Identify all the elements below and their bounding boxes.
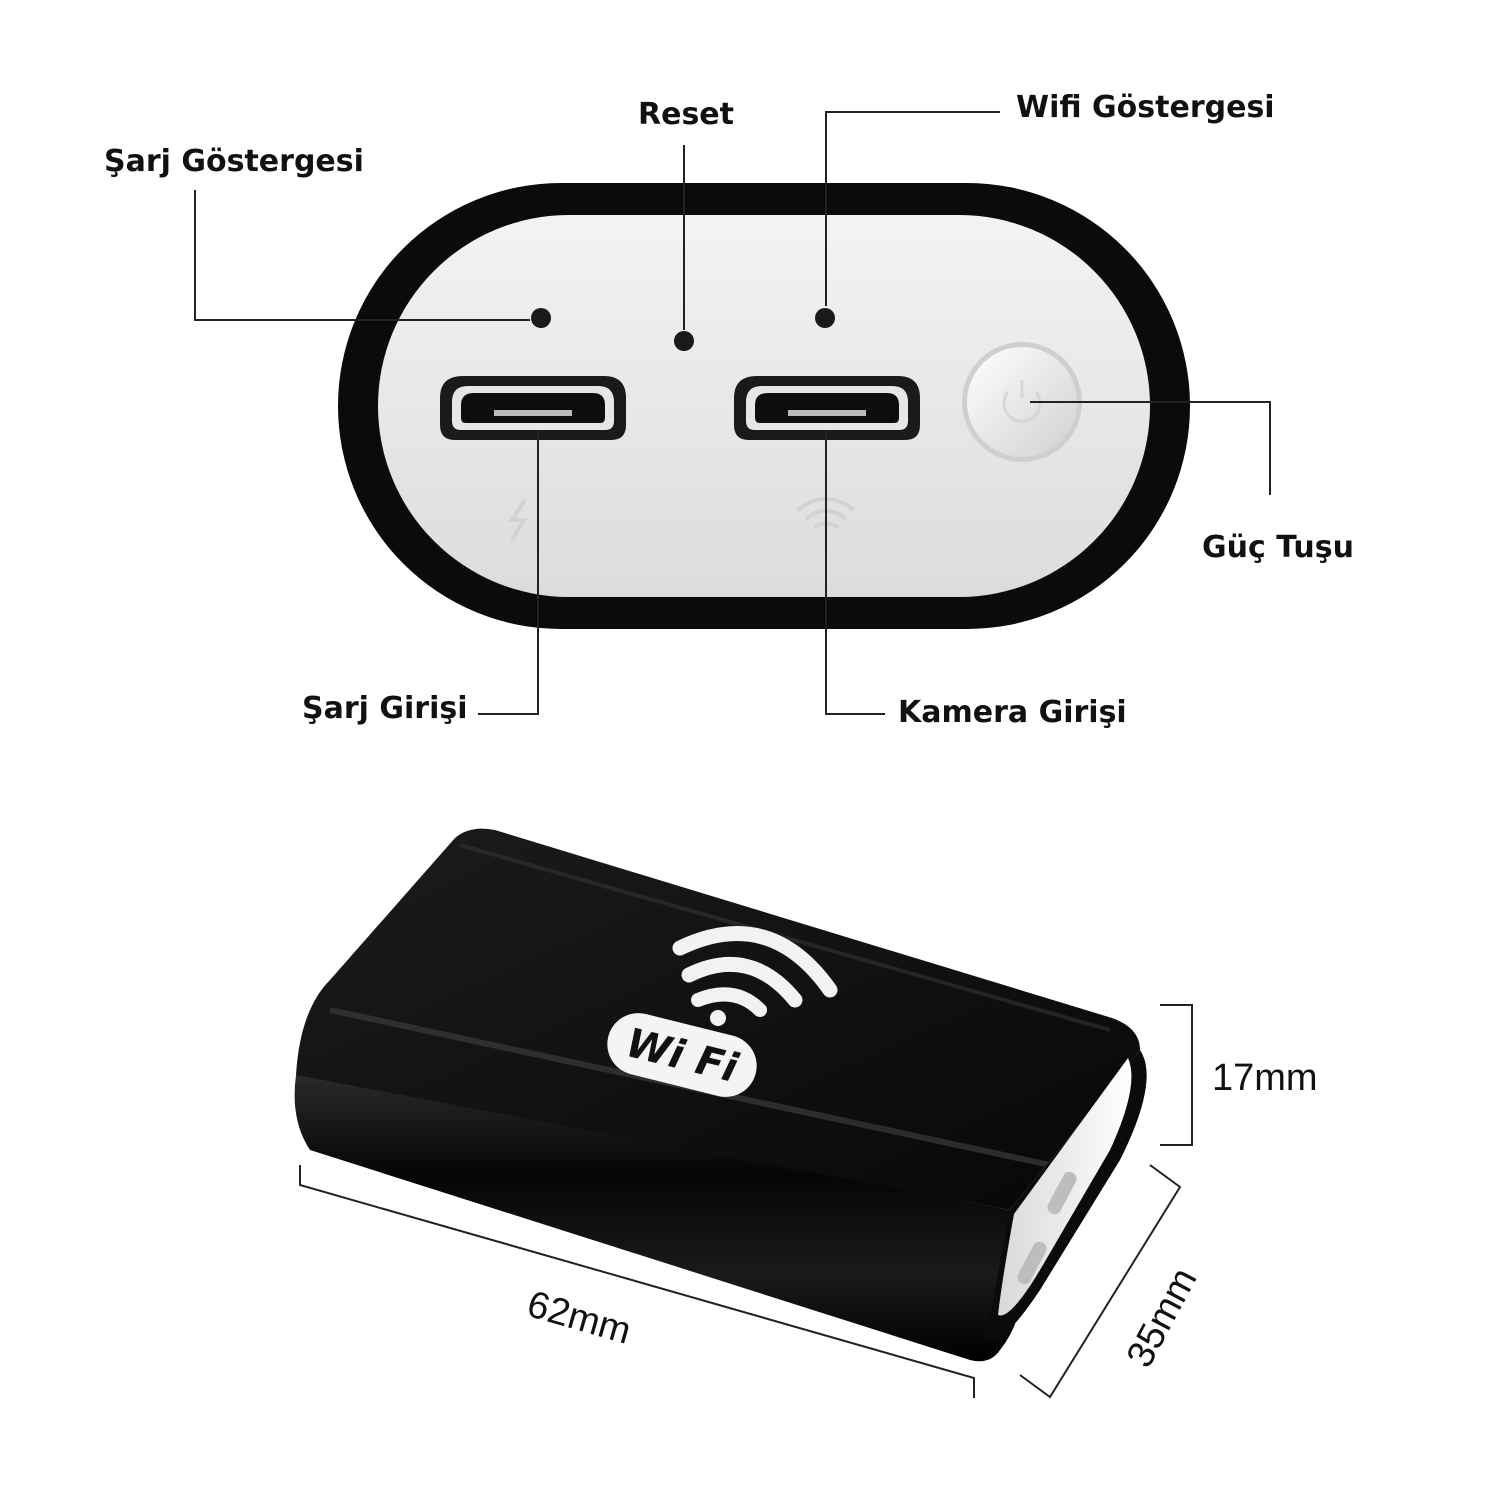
dimension-lines	[299, 1004, 1193, 1399]
label-charge-indicator: Şarj Göstergesi	[104, 144, 364, 179]
power-button-icon	[962, 342, 1082, 462]
label-reset: Reset	[638, 97, 734, 132]
length-dimension-bracket	[299, 1165, 975, 1398]
label-charge-input: Şarj Girişi	[302, 691, 468, 726]
width-dimension-bracket	[1019, 1164, 1182, 1399]
device-perspective-view: Wi Fi	[294, 828, 1147, 1362]
label-camera-input: Kamera Girişi	[898, 695, 1127, 730]
callout-leader-lines	[194, 111, 1271, 715]
lightning-icon	[508, 498, 528, 542]
reset-hole-icon	[674, 331, 694, 351]
label-wifi-indicator: Wifi Göstergesi	[1016, 90, 1275, 125]
charge-led-icon	[531, 308, 551, 328]
dimension-length: 62mm	[523, 1283, 636, 1352]
height-dimension-bracket	[1160, 1004, 1193, 1146]
dimension-width: 35mm	[1119, 1261, 1206, 1374]
wifi-signal-icon	[672, 926, 838, 1026]
wifi-led-icon	[815, 308, 835, 328]
camera-port-icon	[734, 376, 920, 440]
device-front-view	[338, 183, 1190, 629]
charge-port-icon	[440, 376, 626, 440]
device-front-surface	[294, 1075, 1023, 1362]
dimension-height: 17mm	[1212, 1057, 1318, 1099]
label-power-button: Güç Tuşu	[1202, 530, 1354, 565]
